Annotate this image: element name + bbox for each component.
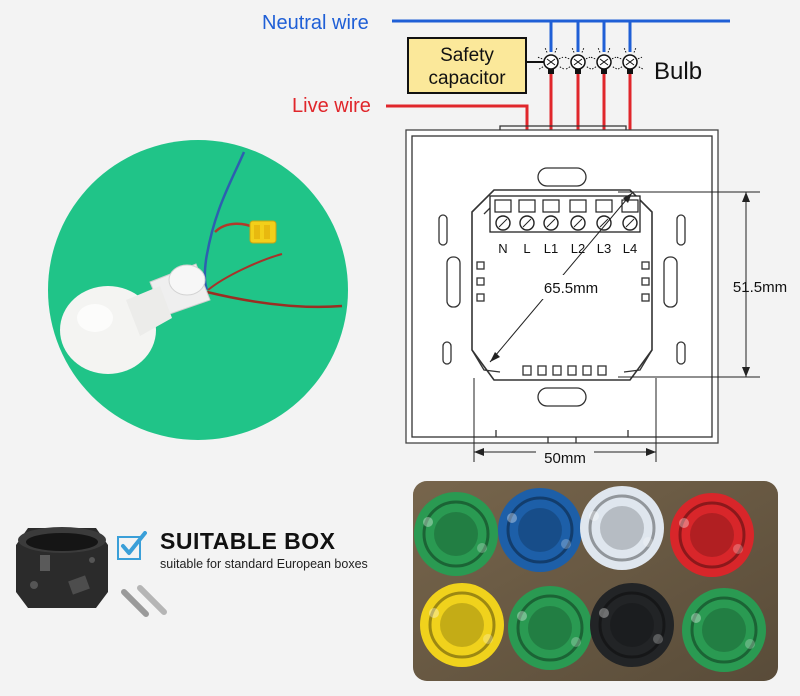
terminal-slot — [569, 199, 587, 213]
checkmark-icon — [117, 531, 147, 560]
capacitor-label-line2: capacitor — [428, 68, 506, 89]
suitable-box-title: SUITABLE BOX — [160, 528, 336, 554]
terminal-label: L3 — [597, 241, 611, 256]
terminal-label: L1 — [544, 241, 558, 256]
width-dimension-label: 50mm — [544, 450, 586, 467]
terminal-slot — [518, 199, 536, 213]
suitable-box-subtitle: suitable for standard European boxes — [160, 557, 368, 571]
neutral-wire-label: Neutral wire — [262, 12, 369, 34]
switch-backplate — [405, 125, 719, 444]
terminal-slot — [494, 199, 512, 213]
junction-box — [414, 492, 498, 576]
red-wire-mid — [207, 253, 283, 291]
terminal-slot — [542, 199, 560, 213]
terminal-label: N — [498, 241, 507, 256]
red-wire-lower — [206, 290, 343, 309]
height-dimension-label: 51.5mm — [733, 279, 787, 296]
blue-wire — [203, 151, 246, 291]
bulb-symbols — [537, 47, 644, 74]
junction-box — [508, 586, 592, 670]
terminal-label: L4 — [623, 241, 637, 256]
junction-box — [670, 493, 754, 577]
diagonal-label-bg — [532, 275, 610, 299]
terminal-slot — [595, 199, 613, 213]
junction-box — [580, 486, 664, 570]
bulb — [60, 286, 172, 374]
diagonal-dimension-label: 65.5mm — [544, 280, 598, 297]
live-wire-label: Live wire — [292, 95, 371, 117]
dimension-arrows — [474, 192, 750, 456]
junction-box — [420, 583, 504, 667]
bulb-symbol-icon — [616, 47, 644, 74]
yellow-connector — [249, 220, 277, 244]
bulb-label: Bulb — [654, 58, 702, 85]
junction-box — [590, 583, 674, 667]
bulb-photo — [48, 140, 348, 440]
capacitor-label-line1: Safety — [440, 45, 494, 66]
safety-capacitor: Safety capacitor — [407, 37, 545, 94]
junction-boxes-photo — [413, 481, 778, 681]
junction-box — [682, 588, 766, 672]
terminal-block — [489, 195, 641, 233]
screws-image — [121, 585, 167, 617]
terminal-label: L2 — [571, 241, 585, 256]
bulb-symbol-icon — [590, 47, 618, 74]
width-label-bg — [536, 449, 594, 467]
junction-box — [498, 488, 582, 572]
terminal-label: L — [523, 241, 530, 256]
bulb-symbol-icon — [564, 47, 592, 74]
junction-box-image — [16, 527, 108, 608]
bulb-symbol-icon — [537, 47, 565, 74]
neutral-wire-lines — [392, 19, 730, 52]
terminal-slot — [621, 199, 639, 213]
